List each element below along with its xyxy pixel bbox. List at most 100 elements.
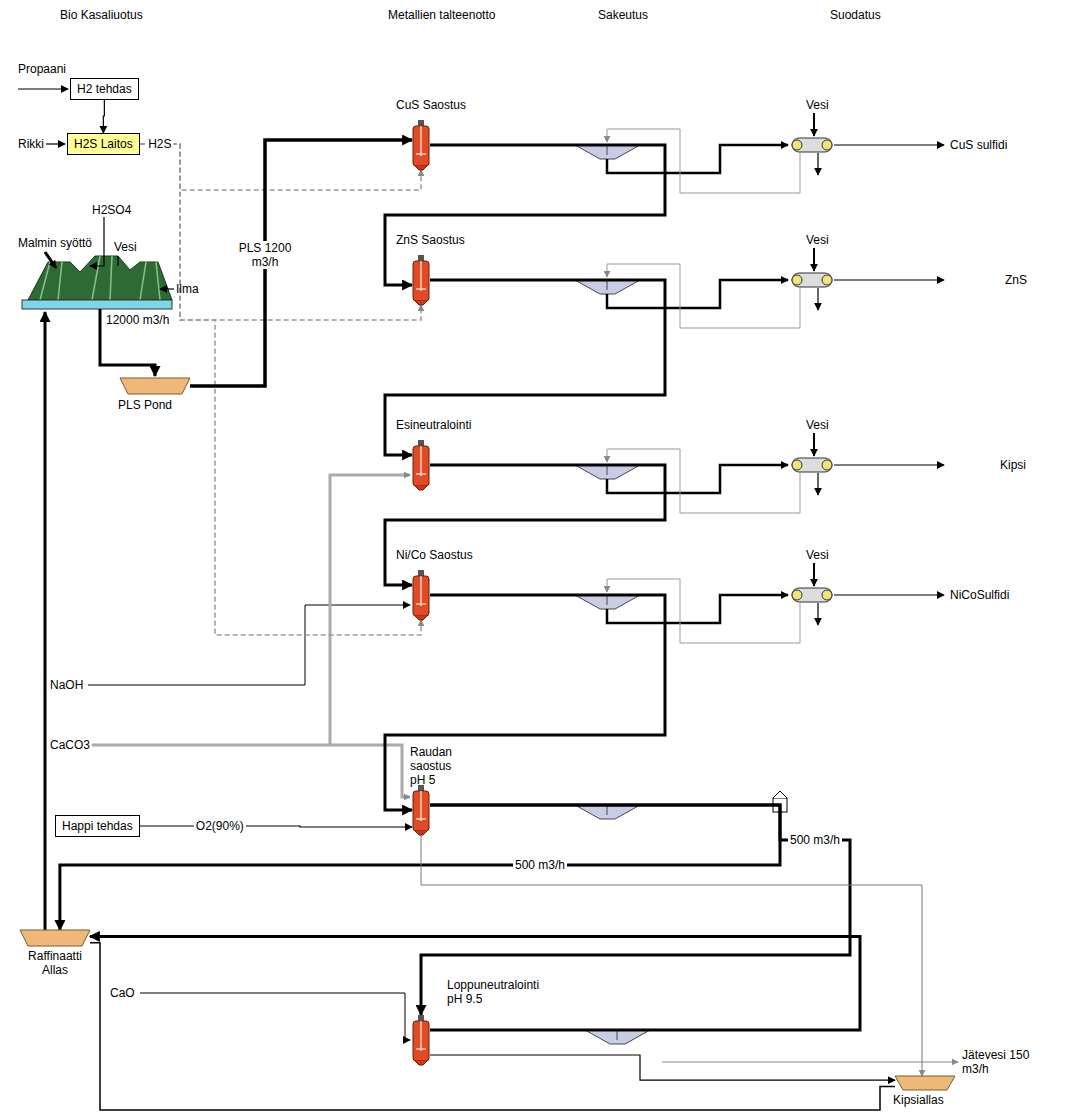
plant-box: H2 tehdas [70, 78, 139, 100]
pond-shape [120, 378, 190, 394]
tank-body [413, 446, 429, 486]
node-label: Happi tehdas [62, 819, 133, 833]
node-label: Kipsiallas [893, 1093, 944, 1107]
water-line [117, 256, 118, 266]
ore-feed-arrow [45, 252, 56, 268]
node-label: Loppuneutralointi pH 9.5 [447, 978, 539, 1006]
product-label: Kipsi [1000, 458, 1026, 472]
feed-label: Rikki [18, 137, 44, 151]
pond-basin [895, 1076, 955, 1090]
reactor-tank-shape [412, 440, 430, 490]
thickener-filter [575, 433, 944, 513]
reactor-tank: Esineutralointi [412, 440, 430, 490]
flow-label: PLS 1200 m3/h [234, 241, 296, 269]
feed-label: Vesi [806, 233, 829, 247]
product-label: CuS sulfidi [950, 138, 1007, 152]
flow-rate: Jätevesi 150 m3/h [962, 1048, 1032, 1076]
feed-label: Vesi [806, 548, 829, 562]
flow-connector [140, 826, 412, 827]
node-label: ZnS Saostus [396, 233, 465, 247]
reactor-tank-shape [412, 570, 430, 620]
flow-connector [140, 144, 421, 190]
tank-base [415, 1061, 427, 1065]
plant-box: H2S Laitos [67, 133, 140, 155]
product-label: NiCoSulfidi [950, 588, 1009, 602]
node-label: Raffinaatti Allas [20, 949, 90, 977]
flow-connector [103, 100, 104, 133]
naoh-line [88, 605, 410, 685]
feed-label: Malmin syöttö [18, 236, 92, 250]
tank-base [415, 301, 427, 305]
feed-label: CaCO3 [50, 738, 90, 752]
thickener [585, 1030, 650, 1044]
propane-line [18, 88, 68, 89]
thickener-filter [575, 563, 944, 643]
thickener [575, 805, 640, 819]
flow-connector [421, 805, 850, 1015]
flow-connector [385, 595, 665, 810]
node-label: H2 tehdas [77, 82, 132, 96]
product-label: ZnS [1005, 273, 1027, 287]
heap-leach [22, 256, 172, 309]
agitator-motor [418, 255, 424, 261]
tank-base [415, 166, 427, 170]
reactor-tank: ZnS Saostus [412, 255, 430, 305]
agitator [416, 261, 426, 291]
node-label: Ni/Co Saostus [396, 548, 473, 562]
pond: Kipsiallas [895, 1076, 955, 1090]
agitator-motor [418, 120, 424, 126]
reactor-tank: Raudan saostus pH 5 [412, 785, 430, 835]
reactor-tank-shape [412, 120, 430, 170]
flow-connector [90, 943, 895, 1110]
column-heading: Bio Kasaliuotus [60, 8, 143, 22]
reactor-tank: Ni/Co Saostus [412, 570, 430, 620]
pond-shape [895, 1076, 955, 1090]
tank-body [413, 1021, 429, 1061]
limestone-line [92, 475, 410, 745]
tank-base [415, 831, 427, 835]
reactor-tank-shape [412, 785, 430, 835]
agitator-motor [418, 1015, 424, 1021]
flow-connector [140, 144, 421, 320]
node-label: CuS Saostus [396, 98, 466, 112]
agitator-motor [418, 440, 424, 446]
tank-body [413, 791, 429, 831]
tank-base [415, 486, 427, 490]
plant-box: Happi tehdas [55, 815, 140, 837]
air-line [160, 288, 174, 289]
node-label: Raudan saostus pH 5 [410, 745, 452, 787]
tank-body [413, 576, 429, 616]
agitator [416, 1021, 426, 1051]
agitator [416, 126, 426, 156]
lime-line [140, 993, 410, 1040]
flow-connector [430, 1055, 895, 1080]
reactor-tank: CuS Saostus [412, 120, 430, 170]
pond: Raffinaatti Allas [20, 930, 90, 946]
flow-label: 500 m3/h [788, 833, 842, 847]
flow-connector [421, 835, 922, 1076]
waste-water-line [662, 1062, 958, 1063]
agitator [416, 791, 426, 821]
acid-line [90, 217, 104, 266]
agitator [416, 446, 426, 476]
flow-label: 500 m3/h [513, 858, 567, 872]
node-label: H2S Laitos [74, 137, 133, 151]
flow-label: O2(90%) [194, 819, 246, 833]
column-heading: Metallien talteenotto [388, 8, 495, 22]
feed-label: Vesi [806, 98, 829, 112]
sulphur-line [46, 143, 65, 144]
flow-connector [385, 280, 665, 455]
tank-body [413, 126, 429, 166]
reactor-tank: Loppuneutralointi pH 9.5 [412, 1015, 430, 1065]
flow-label: H2S [146, 137, 173, 151]
feed-label: Propaani [18, 62, 66, 76]
feed-label: Vesi [114, 240, 137, 254]
pond-shape [20, 930, 90, 946]
column-heading: Suodatus [830, 8, 881, 22]
pond-basin [20, 930, 90, 946]
thickener-filter [575, 113, 944, 193]
feed-label: Vesi [806, 418, 829, 432]
thickener-filter [575, 248, 944, 328]
feed-label: H2SO4 [92, 203, 131, 217]
flow-connector [190, 140, 412, 386]
